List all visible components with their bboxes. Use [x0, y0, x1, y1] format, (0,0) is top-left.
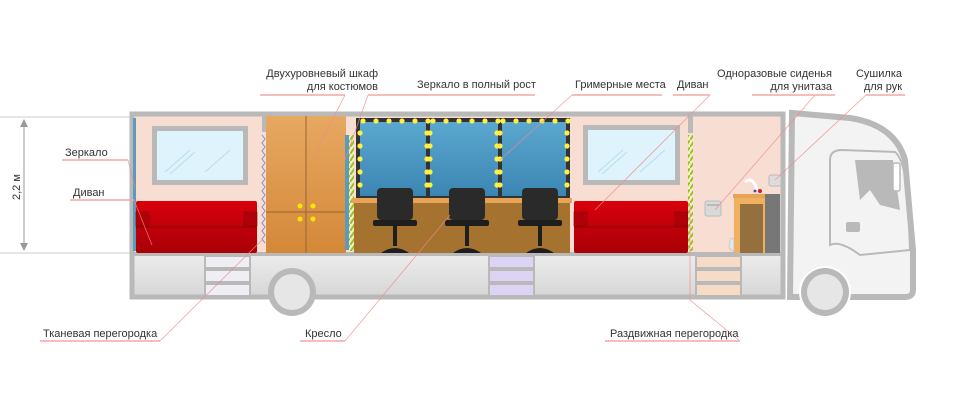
- bulb: [443, 118, 449, 124]
- bulb: [357, 156, 363, 162]
- bulb: [564, 169, 570, 175]
- bulb: [373, 118, 379, 124]
- step-block: [204, 255, 251, 297]
- height-label: 2,2 м: [11, 174, 23, 200]
- bulb: [564, 182, 570, 188]
- bulb: [427, 130, 433, 136]
- step-block: [488, 255, 535, 297]
- sofa-left: [135, 201, 258, 253]
- bulb: [427, 169, 433, 175]
- bulb: [427, 182, 433, 188]
- leader-lines: [127, 94, 867, 342]
- bulb: [497, 130, 503, 136]
- chair: [518, 188, 562, 253]
- label-sliding-partition: Раздвижная перегородка: [610, 328, 739, 340]
- bulb: [539, 118, 545, 124]
- hand-dryer: [768, 174, 782, 187]
- wheel-front: [799, 266, 851, 318]
- wheel-rear: [268, 268, 316, 316]
- sliding-partition-right: [688, 135, 693, 251]
- chair: [445, 188, 489, 253]
- bulb: [425, 118, 431, 124]
- bulb: [497, 182, 503, 188]
- bulb: [357, 143, 363, 149]
- label-mirror-left: Зеркало: [65, 147, 108, 159]
- makeup-chairs: [373, 188, 562, 253]
- chair: [373, 188, 417, 253]
- bulb: [497, 169, 503, 175]
- label-hand-dryer-2: для рук: [864, 81, 902, 93]
- bathroom: [704, 174, 782, 253]
- window-right: [583, 125, 680, 185]
- label-toilet-seats-1: Одноразовые сиденья: [717, 68, 832, 80]
- step-block: [695, 255, 742, 297]
- label-wardrobe-1: Двухуровневый шкаф: [266, 68, 378, 80]
- bulb: [357, 130, 363, 136]
- makeup-mirrors: [356, 118, 571, 198]
- bulb: [469, 118, 475, 124]
- bulb: [482, 118, 488, 124]
- label-wardrobe-2: для костюмов: [307, 81, 378, 93]
- truck-cab: [786, 109, 916, 300]
- bulb: [399, 118, 405, 124]
- bulb: [360, 118, 366, 124]
- label-hand-dryer-1: Сушилка: [856, 68, 903, 80]
- bulb: [500, 118, 506, 124]
- storage-steps: [204, 255, 742, 297]
- label-makeup-seats: Гримерные места: [575, 79, 667, 91]
- label-chair: Кресло: [305, 328, 342, 340]
- label-sofa-left: Диван: [73, 187, 105, 199]
- bulb: [526, 118, 532, 124]
- bulb: [513, 118, 519, 124]
- wardrobe: [266, 116, 346, 253]
- label-toilet-seats-2: для унитаза: [770, 81, 833, 93]
- label-sofa-right: Диван: [677, 79, 709, 91]
- sofa-right: [573, 201, 689, 253]
- mirror-left: [152, 126, 248, 185]
- bulb: [357, 182, 363, 188]
- bulb: [427, 156, 433, 162]
- bulb: [564, 130, 570, 136]
- bulb: [386, 118, 392, 124]
- label-full-mirror: Зеркало в полный рост: [417, 79, 536, 91]
- bulb: [497, 156, 503, 162]
- callouts: Двухуровневый шкаф для костюмов Зеркало …: [40, 68, 905, 342]
- label-fabric-partition: Тканевая перегородка: [43, 328, 158, 340]
- bulb: [412, 118, 418, 124]
- bulb: [564, 143, 570, 149]
- bulb: [565, 118, 571, 124]
- height-dimension: 2,2 м: [0, 116, 132, 254]
- bulb: [456, 118, 462, 124]
- fabric-partition: [261, 134, 266, 244]
- bulb: [497, 143, 503, 149]
- bulb: [430, 118, 436, 124]
- bulb: [427, 143, 433, 149]
- sliding-partition-left: [349, 135, 354, 251]
- bulb: [495, 118, 501, 124]
- toilet-seat-dispenser: [704, 200, 722, 217]
- bulb: [357, 169, 363, 175]
- full-length-mirror: [345, 135, 349, 250]
- bulb: [552, 118, 558, 124]
- bulb: [564, 156, 570, 162]
